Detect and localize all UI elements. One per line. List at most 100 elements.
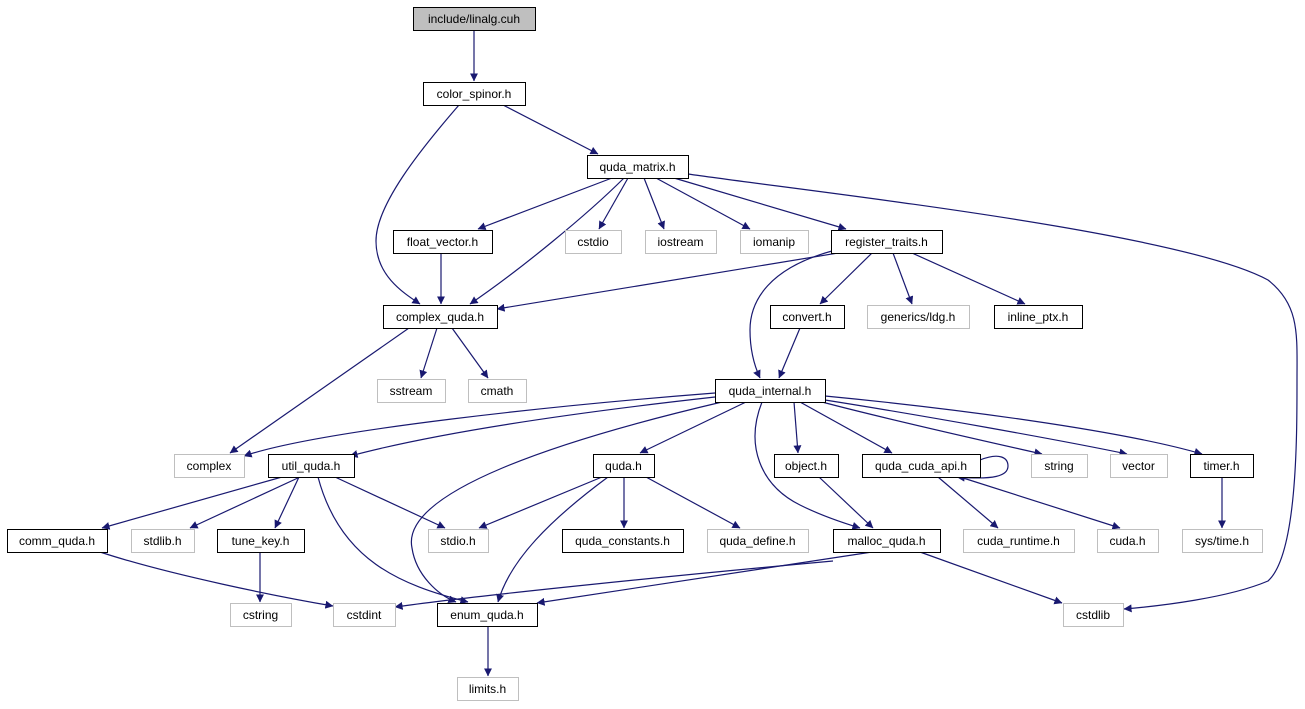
node-box-timer [1190, 454, 1254, 478]
edge-quda-to-stdio [478, 476, 603, 529]
edge-register-traits-to-complex-quda [496, 252, 839, 312]
node-box-cstdlib [1063, 603, 1124, 627]
node-quda-matrix[interactable]: quda_matrix.h [587, 155, 689, 179]
node-stdlib: stdlib.h [131, 529, 195, 553]
edge-color-spinor-to-complex-quda [375, 104, 460, 305]
node-quda[interactable]: quda.h [593, 454, 655, 478]
node-tune-key[interactable]: tune_key.h [217, 529, 305, 553]
node-label-comm-quda: comm_quda.h [19, 534, 95, 548]
node-label-color-spinor: color_spinor.h [437, 87, 512, 101]
node-label-sys-time: sys/time.h [1195, 534, 1249, 548]
edge-util-quda-to-tune-key [274, 476, 300, 529]
node-label-quda-cuda-api: quda_cuda_api.h [875, 459, 967, 473]
node-box-util-quda [268, 454, 355, 478]
edge-quda-internal-to-enum-quda [410, 401, 723, 603]
edge-malloc-quda-to-cstdlib [919, 551, 1063, 605]
node-box-quda-matrix [587, 155, 689, 179]
node-label-register-traits: register_traits.h [845, 235, 928, 249]
node-float-vector[interactable]: float_vector.h [393, 230, 493, 254]
node-cuda-runtime: cuda_runtime.h [963, 529, 1075, 553]
edge-util-quda-to-enum-quda [317, 476, 469, 605]
node-label-util-quda: util_quda.h [282, 459, 341, 473]
edge-quda-internal-to-object [793, 401, 802, 454]
edge-quda-internal-to-timer [824, 395, 1203, 456]
edge-quda-internal-to-quda [639, 401, 747, 454]
node-box-vector [1110, 454, 1168, 478]
edges-layer [99, 30, 1298, 677]
edge-quda-matrix-to-cstdio [598, 177, 629, 230]
node-color-spinor[interactable]: color_spinor.h [423, 82, 526, 106]
edge-complex-quda-to-sstream [419, 327, 438, 379]
node-label-vector: vector [1122, 459, 1155, 473]
node-label-cstdlib: cstdlib [1076, 608, 1110, 622]
node-object[interactable]: object.h [774, 454, 839, 478]
node-inline-ptx[interactable]: inline_ptx.h [994, 305, 1083, 329]
edge-malloc-quda-to-enum-quda [536, 551, 873, 606]
node-enum-quda[interactable]: enum_quda.h [437, 603, 538, 627]
node-box-stdlib [131, 529, 195, 553]
node-quda-constants[interactable]: quda_constants.h [562, 529, 684, 553]
edge-complex-quda-to-cmath [451, 327, 489, 379]
node-string: string [1031, 454, 1088, 478]
node-box-quda-cuda-api [862, 454, 981, 478]
node-box-sys-time [1182, 529, 1263, 553]
node-quda-cuda-api[interactable]: quda_cuda_api.h [862, 454, 981, 478]
node-label-quda-matrix: quda_matrix.h [599, 160, 675, 174]
node-label-quda-define: quda_define.h [719, 534, 795, 548]
node-box-stdio [428, 529, 489, 553]
node-comm-quda[interactable]: comm_quda.h [7, 529, 108, 553]
edge-quda-matrix-to-iostream [643, 177, 665, 230]
edge-quda-internal-to-util-quda [349, 396, 716, 458]
edge-quda-to-quda-define [645, 476, 741, 529]
node-label-malloc-quda: malloc_quda.h [847, 534, 925, 548]
node-complex-quda[interactable]: complex_quda.h [383, 305, 498, 329]
node-malloc-quda[interactable]: malloc_quda.h [833, 529, 941, 553]
node-box-linalg [413, 7, 536, 31]
node-quda-internal[interactable]: quda_internal.h [715, 379, 826, 403]
node-label-enum-quda: enum_quda.h [450, 608, 523, 622]
node-label-iomanip: iomanip [753, 235, 795, 249]
node-label-convert: convert.h [782, 310, 831, 324]
edge-quda-cuda-api-to-cuda-runtime [937, 476, 999, 529]
edge-quda-cuda-api-to-quda-cuda-api [956, 455, 1009, 482]
node-register-traits[interactable]: register_traits.h [831, 230, 943, 254]
node-iomanip: iomanip [740, 230, 809, 254]
node-box-complex-quda [383, 305, 498, 329]
node-convert[interactable]: convert.h [770, 305, 845, 329]
node-sys-time: sys/time.h [1182, 529, 1263, 553]
nodes-layer: include/linalg.cuh color_spinor.h quda_mat… [7, 7, 1263, 701]
node-label-linalg: include/linalg.cuh [428, 12, 520, 26]
node-label-quda: quda.h [605, 459, 642, 473]
node-box-cstring [230, 603, 292, 627]
node-linalg[interactable]: include/linalg.cuh [413, 7, 536, 31]
node-box-convert [770, 305, 845, 329]
edge-quda-matrix-to-float-vector [477, 177, 613, 231]
node-label-sstream: sstream [390, 384, 433, 398]
node-timer[interactable]: timer.h [1190, 454, 1254, 478]
edge-quda-matrix-to-complex-quda [469, 177, 625, 305]
node-util-quda[interactable]: util_quda.h [268, 454, 355, 478]
node-box-quda-internal [715, 379, 826, 403]
edge-quda-internal-to-quda-cuda-api [799, 401, 893, 454]
node-label-cuda-runtime: cuda_runtime.h [977, 534, 1060, 548]
node-box-color-spinor [423, 82, 526, 106]
edge-quda-matrix-to-cstdlib [687, 173, 1298, 613]
edge-quda-matrix-to-register-traits [673, 177, 847, 231]
edge-register-traits-to-convert [819, 252, 873, 305]
node-box-float-vector [393, 230, 493, 254]
node-box-enum-quda [437, 603, 538, 627]
node-cstdio: cstdio [565, 230, 622, 254]
node-cstdlib: cstdlib [1063, 603, 1124, 627]
edge-quda-matrix-to-iomanip [655, 177, 751, 230]
edge-quda-internal-to-vector [824, 399, 1128, 457]
node-box-inline-ptx [994, 305, 1083, 329]
node-cstring: cstring [230, 603, 292, 627]
edge-register-traits-to-generics-ldg [892, 252, 914, 305]
node-label-iostream: iostream [657, 235, 703, 249]
node-box-quda-constants [562, 529, 684, 553]
node-box-cstdio [565, 230, 622, 254]
node-box-iostream [645, 230, 717, 254]
node-limits: limits.h [457, 677, 519, 701]
edge-quda-internal-to-complex [243, 392, 716, 458]
